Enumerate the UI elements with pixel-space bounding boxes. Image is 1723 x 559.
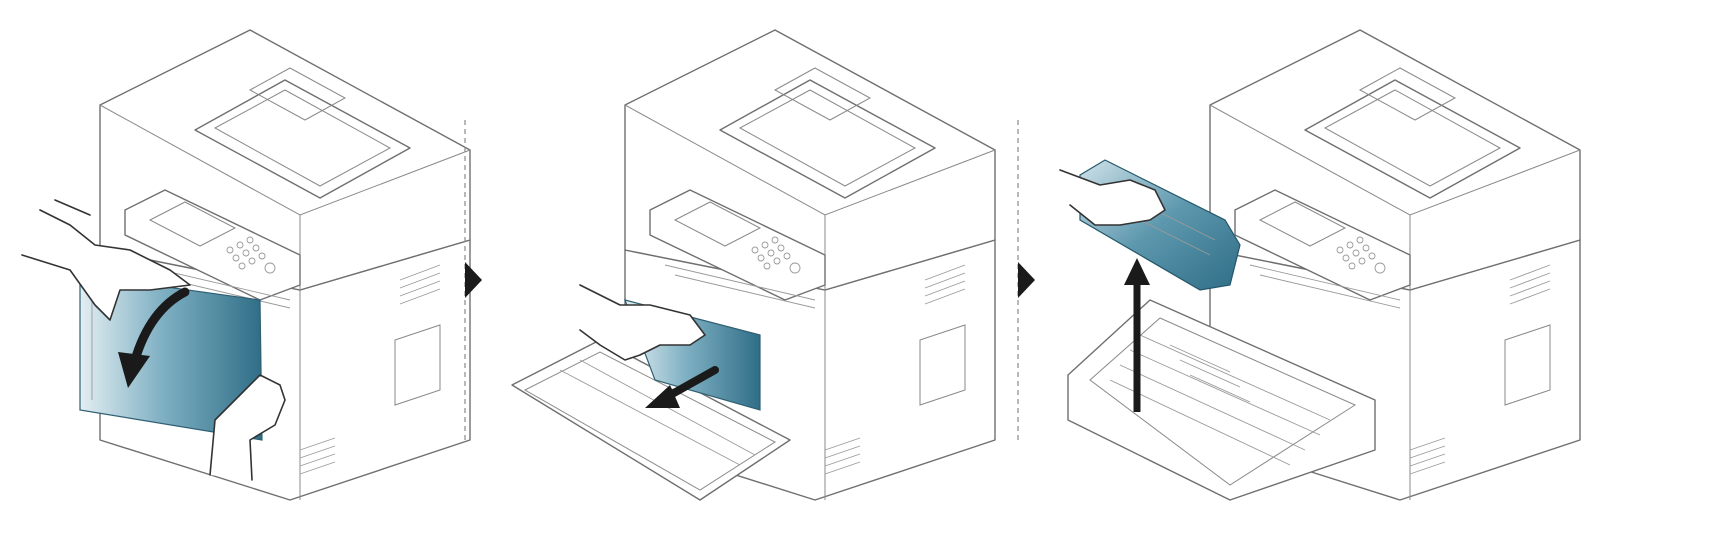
straight-arrow-icon bbox=[645, 366, 719, 408]
hand-lifting bbox=[1059, 169, 1166, 226]
hand-top-left bbox=[21, 199, 191, 321]
next-step-arrow-icon bbox=[1018, 262, 1035, 298]
step-3-panel bbox=[1059, 29, 1581, 501]
next-step-arrow-icon bbox=[465, 262, 482, 298]
curved-arrow-icon bbox=[118, 287, 190, 388]
front-door-highlight bbox=[79, 274, 263, 441]
hand-pulling bbox=[579, 284, 706, 361]
step-2-panel bbox=[511, 29, 996, 501]
step-1-panel bbox=[21, 29, 471, 501]
up-arrow-icon bbox=[1124, 258, 1150, 412]
hand-bottom-right bbox=[209, 374, 286, 481]
